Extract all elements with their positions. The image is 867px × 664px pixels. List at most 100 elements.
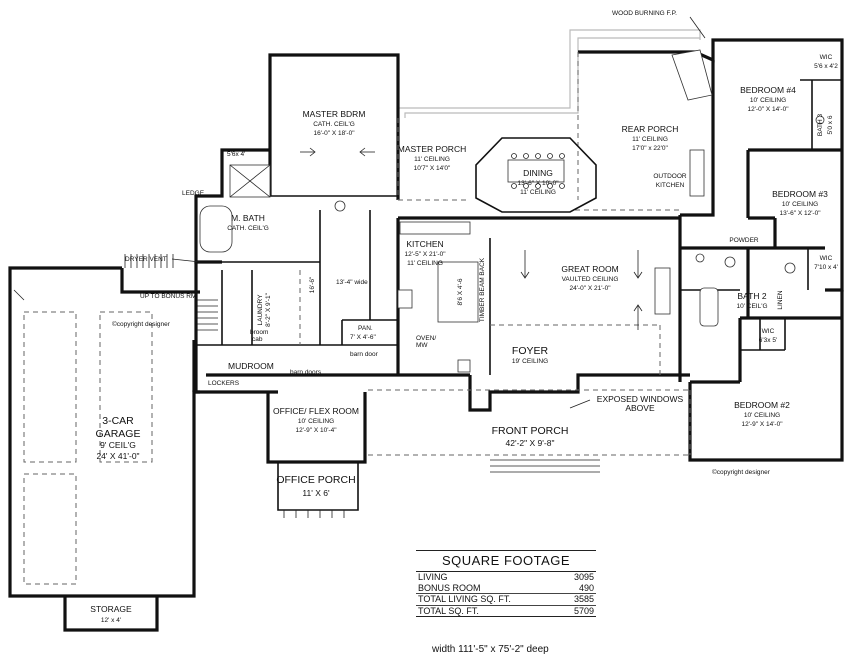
table-row: BONUS ROOM 490 <box>416 583 596 594</box>
master-closet-width: 13'-4" wide <box>336 279 368 286</box>
bath2-ceiling: 10' CEIL'G <box>736 303 767 310</box>
outdoor-kitchen-counter <box>689 149 705 197</box>
mbath-ceiling: CATH. CEIL'G <box>227 225 269 232</box>
wic3-dim: 7'10 x 4' <box>814 264 838 271</box>
island-dim: 8'6 X 4'-6 <box>457 278 464 305</box>
exterior-walls <box>194 38 844 464</box>
mbath-title: M. BATH <box>231 213 265 223</box>
front-porch-steps <box>490 459 600 473</box>
lockers-label: LOCKERS <box>208 380 240 387</box>
table-row: TOTAL LIVING SQ. FT. 3585 <box>416 593 596 605</box>
rear-porch-ceiling: 11' CEILING <box>632 136 668 143</box>
kitchen-ceiling: 11' CEILING <box>407 260 443 267</box>
wic3-title: WIC <box>820 255 833 262</box>
row-label: BONUS ROOM <box>418 582 481 593</box>
master-porch-dim: 10'7" X 14'0" <box>414 165 451 172</box>
bed3-ceiling: 10' CEILING <box>782 201 818 208</box>
pantry-title: PAN. <box>358 325 373 332</box>
timber-beam-label: TIMBER BEAM BACK <box>479 257 486 322</box>
master-porch-title: MASTER PORCH <box>398 144 466 154</box>
bed2-title: BEDROOM #2 <box>734 400 790 410</box>
bath-fixtures <box>199 115 825 327</box>
garage-ceiling: 9' CEIL'G <box>100 440 136 450</box>
barn-doors-label: barn doors <box>290 369 322 376</box>
row-label: TOTAL LIVING SQ. FT. <box>416 593 561 605</box>
room-labels: WOOD BURNING F.P. MASTER BDRM CATH. CEIL… <box>90 10 838 624</box>
kitchen-fixtures <box>397 221 479 373</box>
linen-label: LINEN <box>777 290 784 309</box>
bed4-dim: 12'-0" X 14'-0" <box>747 106 789 113</box>
front-porch-dim: 42'-2" X 9'-8" <box>506 438 555 448</box>
broom-label-1: broom <box>250 329 268 336</box>
barn-door-label: barn door <box>350 351 379 358</box>
mudroom-label: MUDROOM <box>228 361 274 371</box>
row-value: 5709 <box>560 604 596 617</box>
dining-title: DINING <box>523 168 553 178</box>
great-room-ceiling: VAULTED CEILING <box>562 276 619 283</box>
wood-fp-label: WOOD BURNING F.P. <box>612 10 677 17</box>
oven-label-1: OVEN/ <box>416 335 436 342</box>
storage-title: STORAGE <box>90 604 132 614</box>
row-value: 490 <box>578 582 594 593</box>
office-ceiling: 10' CEILING <box>298 418 334 425</box>
bath2-title: BATH 2 <box>737 291 766 301</box>
wic4-dim: 5'6 x 4'2 <box>814 63 838 70</box>
dryer-vent-label: DRYER VENT <box>125 256 167 263</box>
oven-label-2: MW <box>416 342 428 349</box>
master-closet-depth: 16'-6" <box>309 276 316 293</box>
copyright-left: ©copyright designer <box>112 320 171 328</box>
kitchen-dim: 12'-5" X 21'-0" <box>404 251 446 258</box>
rear-porch-title: REAR PORCH <box>622 124 679 134</box>
pantry-dim: 7' X 4'-6" <box>350 334 376 341</box>
exposed-windows-2: ABOVE <box>625 403 655 413</box>
row-label: LIVING <box>418 572 448 582</box>
table-row: LIVING 3095 <box>416 572 596 583</box>
overall-dimensions: width 111'-5" x 75'-2" deep <box>432 644 549 655</box>
vault-arrows <box>300 147 643 330</box>
exposed-windows-1: EXPOSED WINDOWS <box>597 394 684 404</box>
wic2-title: WIC <box>762 328 775 335</box>
master-bdrm-title: MASTER BDRM <box>303 109 366 119</box>
kitchen-title: KITCHEN <box>406 239 443 249</box>
wic4-title: WIC <box>820 54 833 61</box>
dining-dim: 13'-6" X 10'-0" <box>517 180 559 187</box>
office-porch-title: OFFICE PORCH <box>276 474 355 486</box>
ledge-label: LEDGE <box>182 190 205 197</box>
dining-bay <box>475 137 597 213</box>
terrace-outline <box>397 29 701 118</box>
copyright-right: ©copyright designer <box>712 468 771 476</box>
wic2-dim: 6'3x 5' <box>759 337 777 344</box>
garage-dim: 24' X 41'-0" <box>96 451 139 461</box>
office-title: OFFICE/ FLEX ROOM <box>273 406 359 416</box>
office-porch <box>277 462 359 518</box>
row-value: 3585 <box>560 593 596 605</box>
office-dim: 12'-9" X 10'-4" <box>295 427 337 434</box>
outdoor-kitchen-1: OUTDOOR <box>653 173 687 180</box>
garage-title-1: 3-CAR <box>102 415 134 427</box>
garage-title-2: GARAGE <box>96 428 141 440</box>
shower-dim: 5'6x 4' <box>227 151 245 158</box>
laundry-title: LAUNDRY <box>257 294 264 326</box>
powder-label: POWDER <box>729 237 759 244</box>
master-dim: 16'-0" X 18'-0" <box>313 130 355 137</box>
bed4-title: BEDROOM #4 <box>740 85 796 95</box>
bed2-ceiling: 10' CEILING <box>744 412 780 419</box>
foyer-ceiling: 19' CEILING <box>512 358 548 365</box>
square-footage-title: SQUARE FOOTAGE <box>416 550 596 572</box>
great-room-dim: 24'-0" X 21'-0" <box>569 285 611 292</box>
bed3-title: BEDROOM #3 <box>772 189 828 199</box>
foyer-title: FOYER <box>512 345 549 357</box>
bed3-dim: 13'-6" X 12'-0" <box>779 210 821 217</box>
square-footage-table: SQUARE FOOTAGE LIVING 3095 BONUS ROOM 49… <box>416 550 596 617</box>
rear-porch-dim: 17'0" x 22'0" <box>632 145 668 152</box>
bath3-dim: 5'0 x 6 <box>827 115 834 134</box>
dashed-edges <box>299 52 691 456</box>
storage-dim: 12' x 4' <box>101 617 121 624</box>
master-ceiling: CATH. CEIL'G <box>313 121 355 128</box>
master-porch-ceiling: 11' CEILING <box>414 156 450 163</box>
bath3-title: BATH 3 <box>817 113 824 136</box>
up-to-bonus-label: UP TO BONUS RM <box>140 293 196 300</box>
laundry-dim: 8'-2" X 9'-1" <box>265 292 272 327</box>
interior-walls <box>196 79 842 375</box>
